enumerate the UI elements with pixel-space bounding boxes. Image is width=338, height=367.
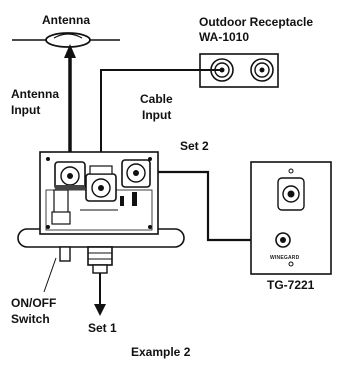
antenna-icon: [12, 32, 120, 48]
outdoor-receptacle-model-label: WA-1010: [199, 30, 250, 44]
on-off-switch-icon: [43, 246, 71, 293]
antenna-arrow-icon: [64, 44, 76, 58]
antenna-input-label-line1: Antenna: [11, 87, 59, 101]
set1-connector-icon: [87, 246, 113, 274]
wall-plate-icon: [250, 161, 332, 275]
switch-label-line2: Switch: [11, 312, 50, 326]
cable-input-connector-icon: [85, 165, 117, 202]
wall-plate-brand-label: WINEGARD: [270, 255, 300, 261]
cable-input-label-line2: Input: [142, 108, 172, 122]
antenna-input-connector-icon: [54, 161, 86, 190]
set2-connector-icon: [121, 159, 151, 188]
antenna-input-label-line2: Input: [11, 103, 41, 117]
set2-label: Set 2: [180, 139, 209, 153]
switch-label-line1: ON/OFF: [11, 296, 57, 310]
set1-arrow-icon: [94, 304, 106, 316]
cable-lines: [68, 58, 276, 306]
antenna-label: Antenna: [42, 13, 90, 27]
outdoor-receptacle-label: Outdoor Receptacle: [199, 15, 314, 29]
diagram-caption: Example 2: [131, 345, 191, 359]
set1-label: Set 1: [88, 321, 117, 335]
cable-input-label-line1: Cable: [140, 92, 173, 106]
wall-plate-model-label: TG-7221: [267, 278, 315, 292]
